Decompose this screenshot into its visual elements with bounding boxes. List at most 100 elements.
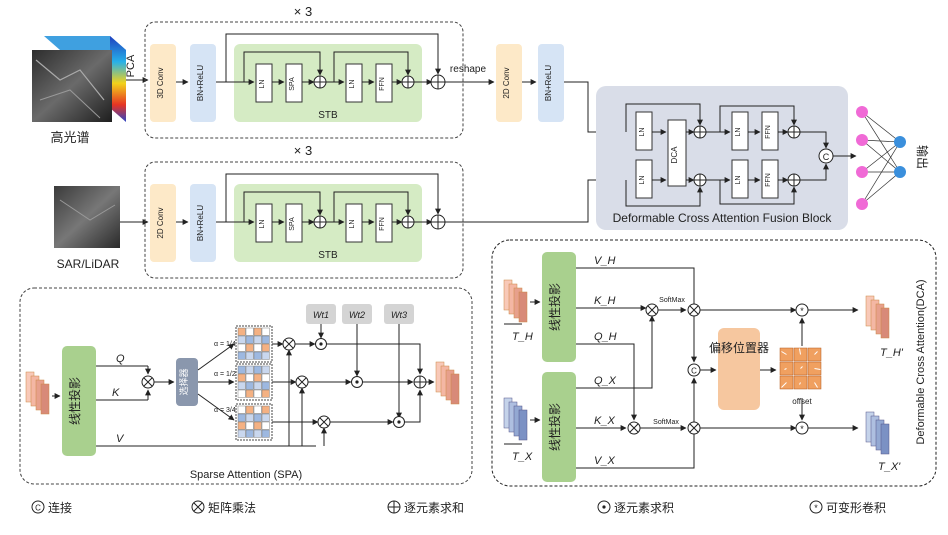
weight-1: Wt1 [313, 310, 329, 320]
pca-label: PCA [125, 54, 137, 77]
ffn-label: FFN [379, 77, 386, 91]
bottom-branch: SAR/LiDAR × 3 2D Conv BN+ReLU STB LN SPA… [54, 143, 629, 279]
ln-block [731, 159, 749, 199]
bnrelu-block [538, 44, 564, 122]
fusion-title: Deformable Cross Attention Fusion Block [613, 211, 833, 225]
alpha-2: α = 1/2 [214, 371, 236, 378]
ln-label: LN [735, 176, 742, 185]
kh-label: K_H [594, 295, 615, 307]
repeat-label-top: × 3 [294, 4, 312, 19]
reshape-label: reshape [450, 64, 487, 75]
weight-3: Wt3 [391, 310, 407, 320]
qx-label: Q_X [594, 375, 617, 387]
softmax-bottom: SoftMax [653, 419, 679, 426]
offset-locator-block [718, 328, 760, 410]
bottom-branch-frame [144, 161, 464, 279]
ln-block [635, 159, 653, 199]
ln-block [255, 203, 273, 243]
svg-text:*: * [814, 503, 818, 513]
legend-mul-label: 逐元素求积 [614, 501, 674, 515]
deform-conv-op: * [795, 303, 809, 317]
tx-output-label: T_X' [878, 461, 901, 473]
top-branch: 高光谱 PCA × 3 3D Conv BN+ReLU STB LN SPA L… [32, 4, 629, 146]
ln-label: LN [259, 80, 266, 89]
fusion-block: Deformable Cross Attention Fusion Block … [596, 86, 930, 230]
alpha-3: α = 3/4 [214, 407, 236, 414]
bnrelu-block [190, 44, 216, 122]
linear-projection-label: 线性投影 [67, 377, 82, 425]
ffn-block [761, 111, 779, 151]
input-node [856, 198, 868, 210]
matmul-op [627, 421, 641, 435]
ln-block [255, 63, 273, 103]
weight-box-1 [306, 304, 336, 324]
bnrelu-label: BN+ReLU [196, 205, 205, 241]
conv3d-block [150, 44, 176, 122]
attention-grid-2 [235, 363, 273, 401]
add-op [430, 214, 446, 230]
linear-projection-bottom [542, 372, 576, 482]
softmax-top: SoftMax [659, 297, 685, 304]
ffn-label: FFN [765, 125, 772, 139]
bnrelu-label: BN+ReLU [544, 65, 553, 101]
tx-input-label: T_X [512, 451, 533, 463]
ffn-block [761, 159, 779, 199]
token-stack-th-out [865, 295, 890, 339]
legend: C 连接 矩阵乘法 逐元素求和 逐元素求积 * 可变形卷积 [31, 500, 886, 515]
th-output-label: T_H' [880, 347, 904, 359]
spa-title: Sparse Attention (SPA) [190, 469, 302, 481]
fusion-frame [596, 86, 848, 230]
dca-label: DCA [670, 146, 679, 164]
output-node [894, 166, 906, 178]
hsi-cube-image [32, 36, 126, 122]
dca-detail: Deformable Cross Attention(DCA) T_H T_X … [491, 239, 937, 487]
legend-concat-symbol: C [35, 504, 41, 513]
matmul-op [295, 375, 309, 389]
hsi-label: 高光谱 [50, 130, 89, 146]
output-network [856, 106, 906, 210]
stb-block-top [234, 44, 422, 122]
linear-projection-top-label: 线性投影 [547, 283, 562, 331]
legend-deform: * 可变形卷积 [809, 500, 886, 515]
conv2d-block [496, 44, 522, 122]
matmul-op [282, 337, 296, 351]
legend-concat-label: 连接 [48, 500, 72, 515]
ffn-label: FFN [765, 173, 772, 187]
token-stack-input [25, 371, 50, 415]
ffn-block [375, 203, 393, 243]
sar-label: SAR/LiDAR [57, 257, 120, 271]
legend-matmul: 矩阵乘法 [191, 500, 256, 515]
alpha-1: α = 1/4 [214, 341, 236, 348]
th-input-label: T_H [512, 331, 533, 343]
linear-projection-block [62, 346, 96, 456]
dca-concat-symbol: C [691, 367, 697, 376]
add-op [401, 215, 415, 229]
ln-label: LN [349, 220, 356, 229]
k-label: K [112, 387, 120, 399]
vx-label: V_X [594, 455, 615, 467]
vh-label: V_H [594, 255, 615, 267]
bnrelu-block [190, 184, 216, 262]
stb-block-bottom [234, 184, 422, 262]
dca-frame [491, 239, 937, 487]
matmul-op [645, 303, 659, 317]
spa-block [285, 203, 303, 243]
attention-grid-1 [235, 325, 273, 363]
output-label: 输出 [915, 145, 930, 169]
add-op [693, 125, 707, 139]
ffn-block [375, 63, 393, 103]
spa-label: SPA [289, 77, 296, 91]
input-node [856, 134, 868, 146]
offset-locator-label: 偏移位置器 [709, 340, 769, 355]
legend-add-label: 逐元素求和 [404, 501, 464, 515]
selector-label: 选择器 [178, 368, 190, 395]
output-node [894, 136, 906, 148]
attention-grid-3 [235, 403, 273, 441]
ln-block [345, 203, 363, 243]
ln-block [635, 111, 653, 151]
conv3d-label: 3D Conv [156, 67, 165, 98]
offset-grid-icon [779, 347, 822, 390]
spa-frame [19, 287, 473, 485]
svg-text:*: * [800, 424, 804, 434]
ln-block [731, 111, 749, 151]
